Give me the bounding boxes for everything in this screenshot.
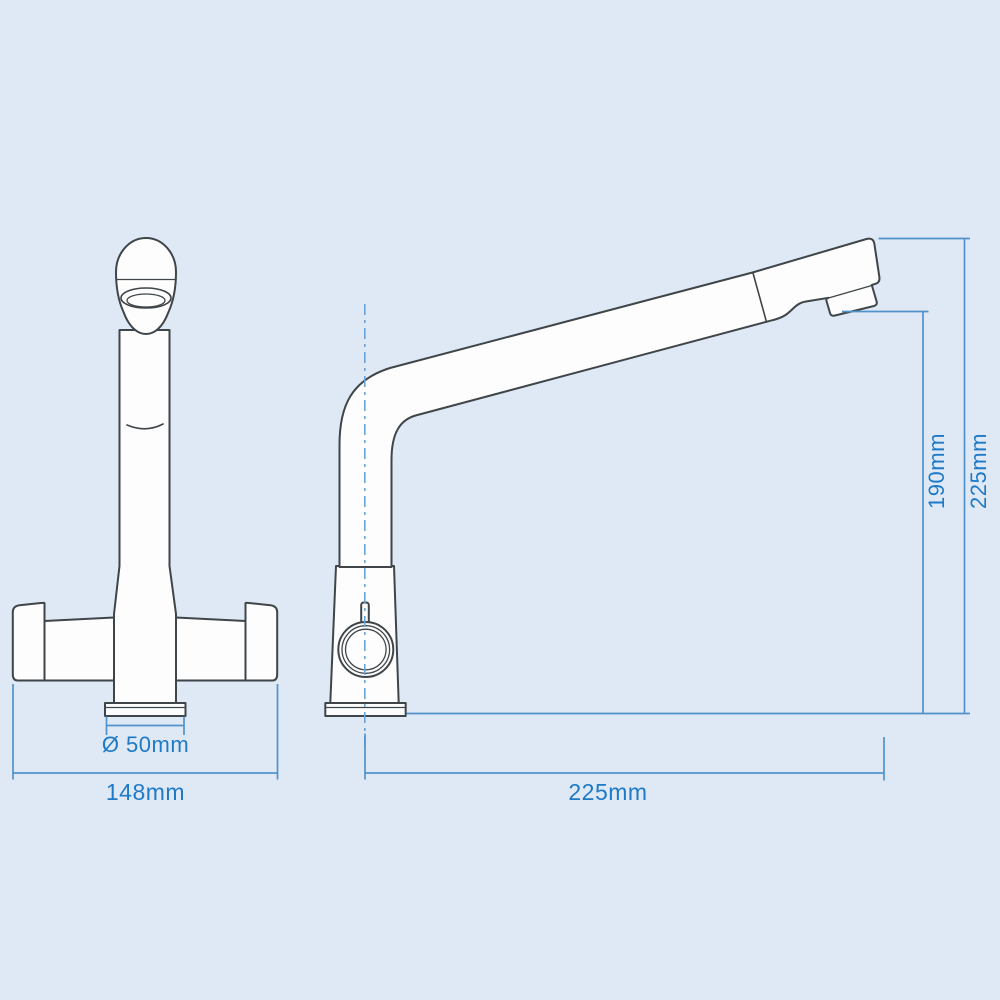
dim-label-outlet-height: 190mm [924, 433, 949, 509]
side-aerator-step-line [828, 284, 872, 299]
dim-label-overall-width: 148mm [106, 779, 185, 805]
front-handle-left-cap [11, 601, 46, 682]
tap-front-view: Ø 50mm 148mm [11, 237, 279, 805]
side-handle-circle-inner [344, 628, 387, 671]
side-spout [338, 237, 881, 568]
dim-label-base-diameter: Ø 50mm [102, 732, 189, 757]
side-dim-outlet-height: 190mm [842, 310, 949, 714]
front-aerator-inner-ring [126, 293, 166, 308]
side-handle-circle-mid [341, 625, 391, 674]
front-handle-bar-left [43, 616, 115, 682]
side-handle-circle-outer [337, 621, 395, 678]
front-base-flange [104, 702, 187, 717]
front-spout-head [115, 237, 177, 335]
front-column-highlight-arc [126, 423, 164, 430]
side-spout-head-seam [752, 272, 768, 323]
tap-side-view: 190mm 225mm 225mm [324, 237, 991, 805]
front-handle-bar-right [175, 616, 247, 682]
side-dim-projection-reach: 225mm [364, 733, 885, 805]
dim-label-overall-height: 225mm [966, 433, 991, 509]
dim-label-reach: 225mm [568, 779, 647, 805]
side-dim-overall-height: 225mm [878, 237, 991, 714]
front-dim-overall-width: 148mm [12, 684, 279, 805]
front-dim-base-diameter: Ø 50mm [102, 716, 189, 757]
front-handle-right-cap [244, 601, 279, 682]
front-body-column [113, 329, 177, 704]
front-aerator-outer-ring [120, 287, 172, 309]
